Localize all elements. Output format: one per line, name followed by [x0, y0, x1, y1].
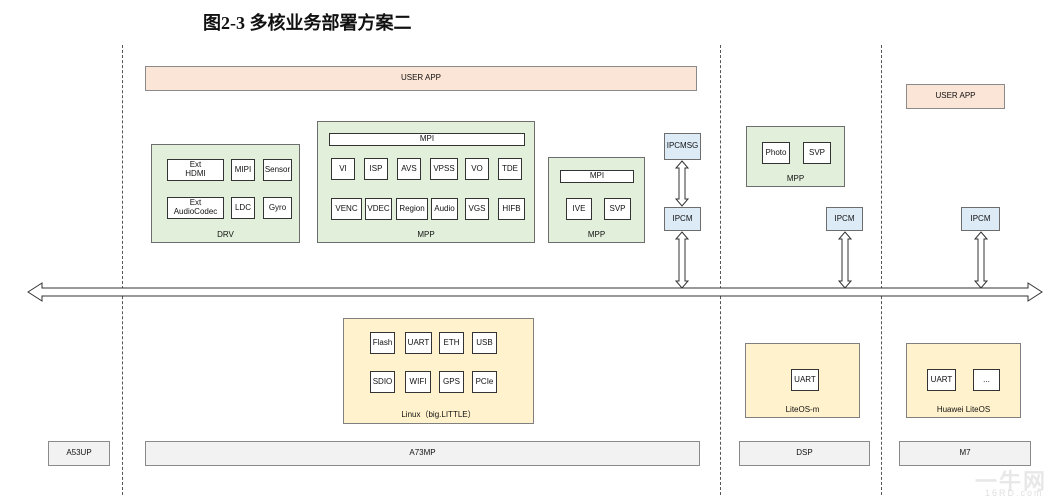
mpp-main-mpi: MPI — [329, 133, 525, 146]
separator-dsp-m7 — [881, 45, 882, 495]
separator-a73-dsp — [720, 45, 721, 495]
mpp-main-vpss: VPSS — [430, 158, 458, 180]
huawei-liteos-label: Huawei LiteOS — [936, 405, 991, 414]
ipcm-a73-bus-arrow — [674, 231, 690, 289]
user-app-m7: USER APP — [906, 84, 1005, 109]
linux-eth: ETH — [439, 332, 464, 354]
ipcm-m7-box: IPCM — [961, 207, 1000, 231]
drv-item-ext-hdmi: Ext HDMI — [167, 159, 224, 181]
linux-uart: UART — [405, 332, 432, 354]
drv-item-sensor: Sensor — [263, 159, 292, 181]
huawei-liteos-uart: UART — [927, 369, 956, 391]
liteos-m-uart: UART — [791, 369, 819, 391]
mpp-dsp-photo: Photo — [762, 142, 790, 164]
mpp-small-svp: SVP — [604, 198, 631, 220]
linux-flash: Flash — [370, 332, 395, 354]
liteos-m-block: UART LiteOS-m — [745, 343, 860, 418]
bus-arrow — [27, 282, 1043, 302]
watermark-sub: 16RD.com — [985, 488, 1044, 498]
linux-label: Linux（big.LITTLE） — [401, 410, 476, 419]
ipcm-m7-bus-arrow — [973, 231, 989, 289]
linux-usb: USB — [472, 332, 497, 354]
drv-item-gyro: Gyro — [263, 197, 292, 219]
core-a73mp: A73MP — [145, 441, 700, 466]
mpp-main-isp: ISP — [364, 158, 388, 180]
drv-item-ext-audiocodec: Ext AudioCodec — [167, 197, 224, 219]
linux-pcie: PCIe — [472, 371, 497, 393]
ipcm-a73-box: IPCM — [664, 207, 701, 231]
ipcm-dsp-box: IPCM — [826, 207, 863, 231]
linux-gps: GPS — [439, 371, 464, 393]
mpp-main-label: MPP — [417, 230, 435, 239]
watermark-logo: 一牛网 — [975, 469, 1048, 494]
huawei-liteos-more: ... — [973, 369, 1000, 391]
user-app-main: USER APP — [145, 66, 697, 91]
core-a53up: A53UP — [48, 441, 110, 466]
linux-wifi: WIFI — [405, 371, 431, 393]
core-dsp: DSP — [739, 441, 870, 466]
drv-item-mipi: MIPI — [231, 159, 255, 181]
mpp-main-vdec: VDEC — [365, 198, 392, 220]
mpp-small-label: MPP — [587, 230, 606, 239]
mpp-main-tde: TDE — [498, 158, 522, 180]
ipcmsg-box: IPCMSG — [664, 133, 701, 160]
mpp-main-avs: AVS — [397, 158, 421, 180]
ipcmsg-ipcm-arrow — [674, 160, 690, 207]
mpp-main-block: MPI VI ISP AVS VPSS VO TDE VENC VDEC Reg… — [317, 121, 535, 243]
ipcm-dsp-bus-arrow — [837, 231, 853, 289]
mpp-main-venc: VENC — [331, 198, 362, 220]
drv-block: Ext HDMI MIPI Sensor Ext AudioCodec LDC … — [151, 144, 300, 243]
mpp-main-vi: VI — [331, 158, 355, 180]
mpp-main-vgs: VGS — [465, 198, 489, 220]
linux-sdio: SDIO — [370, 371, 395, 393]
mpp-main-audio: Audio — [431, 198, 458, 220]
drv-item-ldc: LDC — [231, 197, 255, 219]
separator-a53-a73 — [122, 45, 123, 495]
drv-label: DRV — [217, 230, 234, 239]
mpp-small-block: MPI IVE SVP MPP — [548, 157, 645, 243]
liteos-m-label: LiteOS-m — [785, 405, 820, 414]
mpp-small-ive: IVE — [566, 198, 592, 220]
mpp-small-mpi: MPI — [560, 170, 634, 183]
mpp-dsp-block: Photo SVP MPP — [746, 126, 845, 187]
linux-block: Flash UART ETH USB SDIO WIFI GPS PCIe Li… — [343, 318, 534, 424]
mpp-main-region: Region — [396, 198, 428, 220]
mpp-main-hifb: HIFB — [498, 198, 525, 220]
core-m7: M7 — [899, 441, 1031, 466]
mpp-dsp-svp: SVP — [803, 142, 831, 164]
huawei-liteos-block: UART ... Huawei LiteOS — [906, 343, 1021, 418]
mpp-main-vo: VO — [465, 158, 489, 180]
diagram-title: 图2-3 多核业务部署方案二 — [203, 13, 412, 33]
mpp-dsp-label: MPP — [786, 174, 805, 183]
